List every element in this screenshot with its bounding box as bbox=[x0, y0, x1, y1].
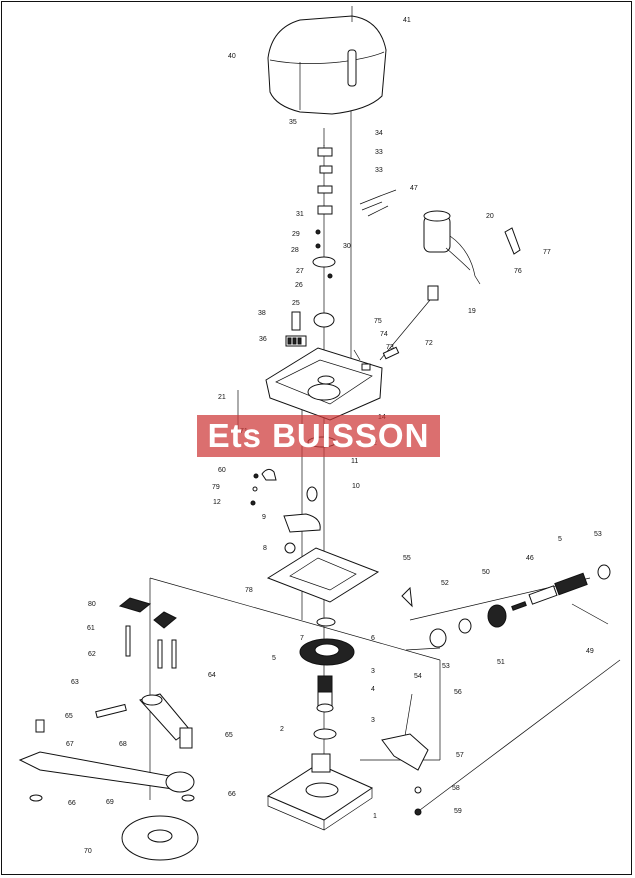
part-label: 46 bbox=[526, 555, 534, 562]
part-label: 80 bbox=[88, 601, 96, 608]
part-label: 58 bbox=[452, 785, 460, 792]
part-label: 36 bbox=[259, 336, 267, 343]
part-label: 1 bbox=[373, 813, 377, 820]
part-label: 9 bbox=[262, 514, 266, 521]
part-label: 61 bbox=[87, 625, 95, 632]
part-label: 11 bbox=[351, 458, 358, 465]
part-label: 29 bbox=[292, 231, 300, 238]
part-label: 66 bbox=[68, 800, 76, 807]
main-gear bbox=[299, 617, 355, 666]
bracket-part bbox=[381, 693, 429, 816]
part-label: 4 bbox=[371, 686, 375, 693]
part-label: 7 bbox=[300, 635, 304, 642]
part-label: 40 bbox=[228, 53, 236, 60]
part-label: 60 bbox=[218, 467, 226, 474]
part-label: 73 bbox=[386, 344, 394, 351]
part-label: 75 bbox=[374, 318, 382, 325]
part-label: 28 bbox=[291, 247, 299, 254]
part-label: 65 bbox=[225, 732, 233, 739]
output-shaft bbox=[313, 675, 337, 740]
part-label: 30 bbox=[343, 243, 351, 250]
terminal-blocks bbox=[285, 311, 307, 347]
part-label: 5 bbox=[558, 536, 562, 543]
part-label: 10 bbox=[352, 483, 360, 490]
part-label: 57 bbox=[456, 752, 464, 759]
part-label: 63 bbox=[71, 679, 79, 686]
base-plate-part bbox=[265, 346, 400, 421]
part-label: 8 bbox=[263, 545, 267, 552]
part-label: 78 bbox=[245, 587, 253, 594]
part-label: 51 bbox=[497, 659, 505, 666]
clamp-stack bbox=[317, 128, 333, 215]
part-label: 34 bbox=[375, 130, 383, 137]
part-label: 64 bbox=[208, 672, 216, 679]
worm-assembly bbox=[401, 564, 611, 651]
part-label: 77 bbox=[543, 249, 551, 256]
part-label: 6 bbox=[371, 635, 375, 642]
part-label: 20 bbox=[486, 213, 494, 220]
housing-part bbox=[266, 753, 374, 831]
watermark: Ets BUISSON bbox=[197, 415, 440, 457]
part-label: 33 bbox=[375, 149, 383, 156]
part-label: 19 bbox=[468, 308, 476, 315]
part-label: 25 bbox=[292, 300, 300, 307]
part-label: 79 bbox=[212, 484, 220, 491]
part-label: 2 bbox=[280, 726, 284, 733]
part-label: 5 bbox=[272, 655, 276, 662]
cover-part bbox=[267, 15, 387, 115]
bearing-stack bbox=[312, 229, 336, 328]
limit-parts bbox=[250, 468, 321, 554]
part-label: 55 bbox=[403, 555, 411, 562]
part-label: 69 bbox=[106, 799, 114, 806]
motor-part bbox=[423, 210, 521, 301]
cable-47 bbox=[359, 189, 397, 217]
part-label: 3 bbox=[371, 668, 375, 675]
part-label: 59 bbox=[454, 808, 462, 815]
part-label: 35 bbox=[289, 119, 297, 126]
part-label: 53 bbox=[594, 531, 602, 538]
part-label: 38 bbox=[258, 310, 266, 317]
part-label: 21 bbox=[218, 394, 226, 401]
arm-assembly bbox=[18, 597, 199, 861]
part-label: 49 bbox=[586, 648, 594, 655]
part-label: 67 bbox=[66, 741, 74, 748]
part-label: 53 bbox=[442, 663, 450, 670]
part-label: 27 bbox=[296, 268, 304, 275]
part-label: 50 bbox=[482, 569, 490, 576]
part-label: 33 bbox=[375, 167, 383, 174]
part-label: 31 bbox=[296, 211, 304, 218]
part-label: 65 bbox=[65, 713, 73, 720]
part-label: 66 bbox=[228, 791, 236, 798]
part-label: 3 bbox=[371, 717, 375, 724]
part-label: 76 bbox=[514, 268, 522, 275]
part-label: 74 bbox=[380, 331, 388, 338]
part-label: 70 bbox=[84, 848, 92, 855]
part-label: 68 bbox=[119, 741, 127, 748]
intermediate-plate bbox=[266, 547, 380, 603]
part-label: 47 bbox=[410, 185, 418, 192]
part-label: 72 bbox=[425, 340, 433, 347]
part-label: 54 bbox=[414, 673, 422, 680]
part-label: 56 bbox=[454, 689, 462, 696]
part-label: 12 bbox=[213, 499, 221, 506]
part-label: 62 bbox=[88, 651, 96, 658]
part-label: 41 bbox=[403, 17, 411, 24]
part-label: 26 bbox=[295, 282, 303, 289]
part-label: 52 bbox=[441, 580, 449, 587]
